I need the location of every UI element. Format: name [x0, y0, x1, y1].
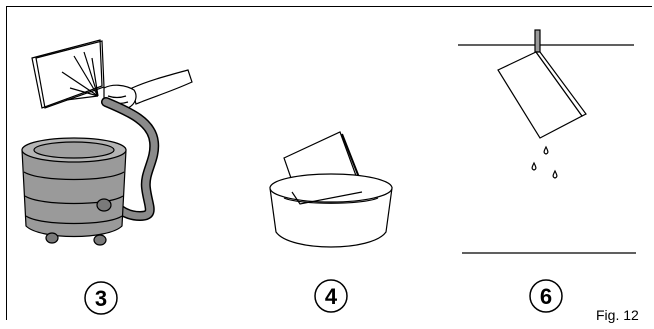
figure-frame	[6, 6, 652, 320]
step-3-illustration	[21, 39, 193, 246]
basin	[269, 173, 393, 248]
step-badge-4: 4	[314, 279, 348, 313]
step-4-illustration	[269, 131, 393, 248]
vacuum-canister	[21, 137, 127, 246]
step-number-6: 6	[540, 284, 552, 309]
filter-panel	[31, 39, 105, 109]
step-badge-3: 3	[84, 281, 118, 315]
step-number-3: 3	[95, 286, 107, 311]
figure-caption: Fig. 12	[596, 307, 639, 323]
water-drops	[531, 145, 558, 179]
step-6-illustration	[458, 29, 636, 254]
clothes-peg	[534, 29, 541, 53]
step-number-4: 4	[325, 284, 338, 309]
step-badge-6: 6	[529, 279, 563, 313]
